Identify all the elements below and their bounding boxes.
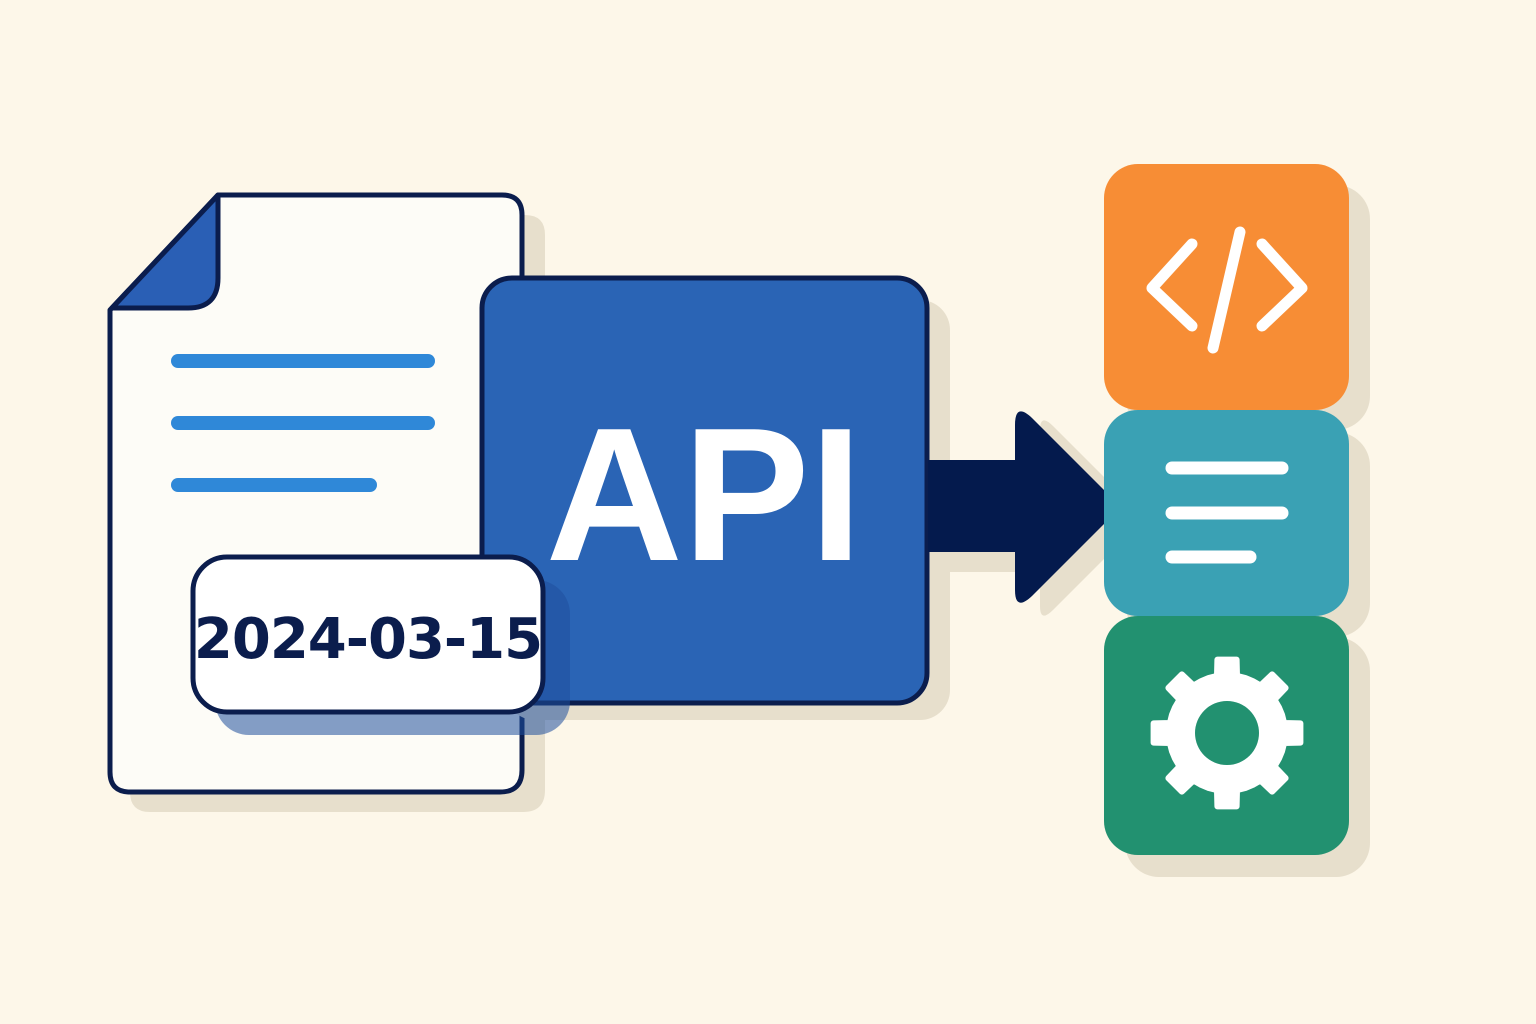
code-icon	[1146, 226, 1308, 354]
text-lines-icon	[1165, 461, 1289, 564]
date-badge-body	[190, 554, 546, 715]
gear-icon	[1150, 656, 1304, 810]
gear-tile	[1104, 616, 1349, 855]
code-tile	[1104, 164, 1349, 410]
gear-hole	[1195, 701, 1259, 765]
flow-arrow	[928, 411, 1141, 616]
api-box: API	[479, 275, 950, 720]
api-box-body	[479, 275, 930, 706]
api-label: API	[546, 389, 863, 601]
output-tiles	[1104, 164, 1370, 877]
document-fold	[109, 192, 221, 311]
arrow-shape	[928, 411, 1116, 603]
date-badge: 2024-03-15	[190, 554, 570, 735]
date-label: 2024-03-15	[194, 607, 542, 672]
text-tile	[1104, 410, 1349, 616]
